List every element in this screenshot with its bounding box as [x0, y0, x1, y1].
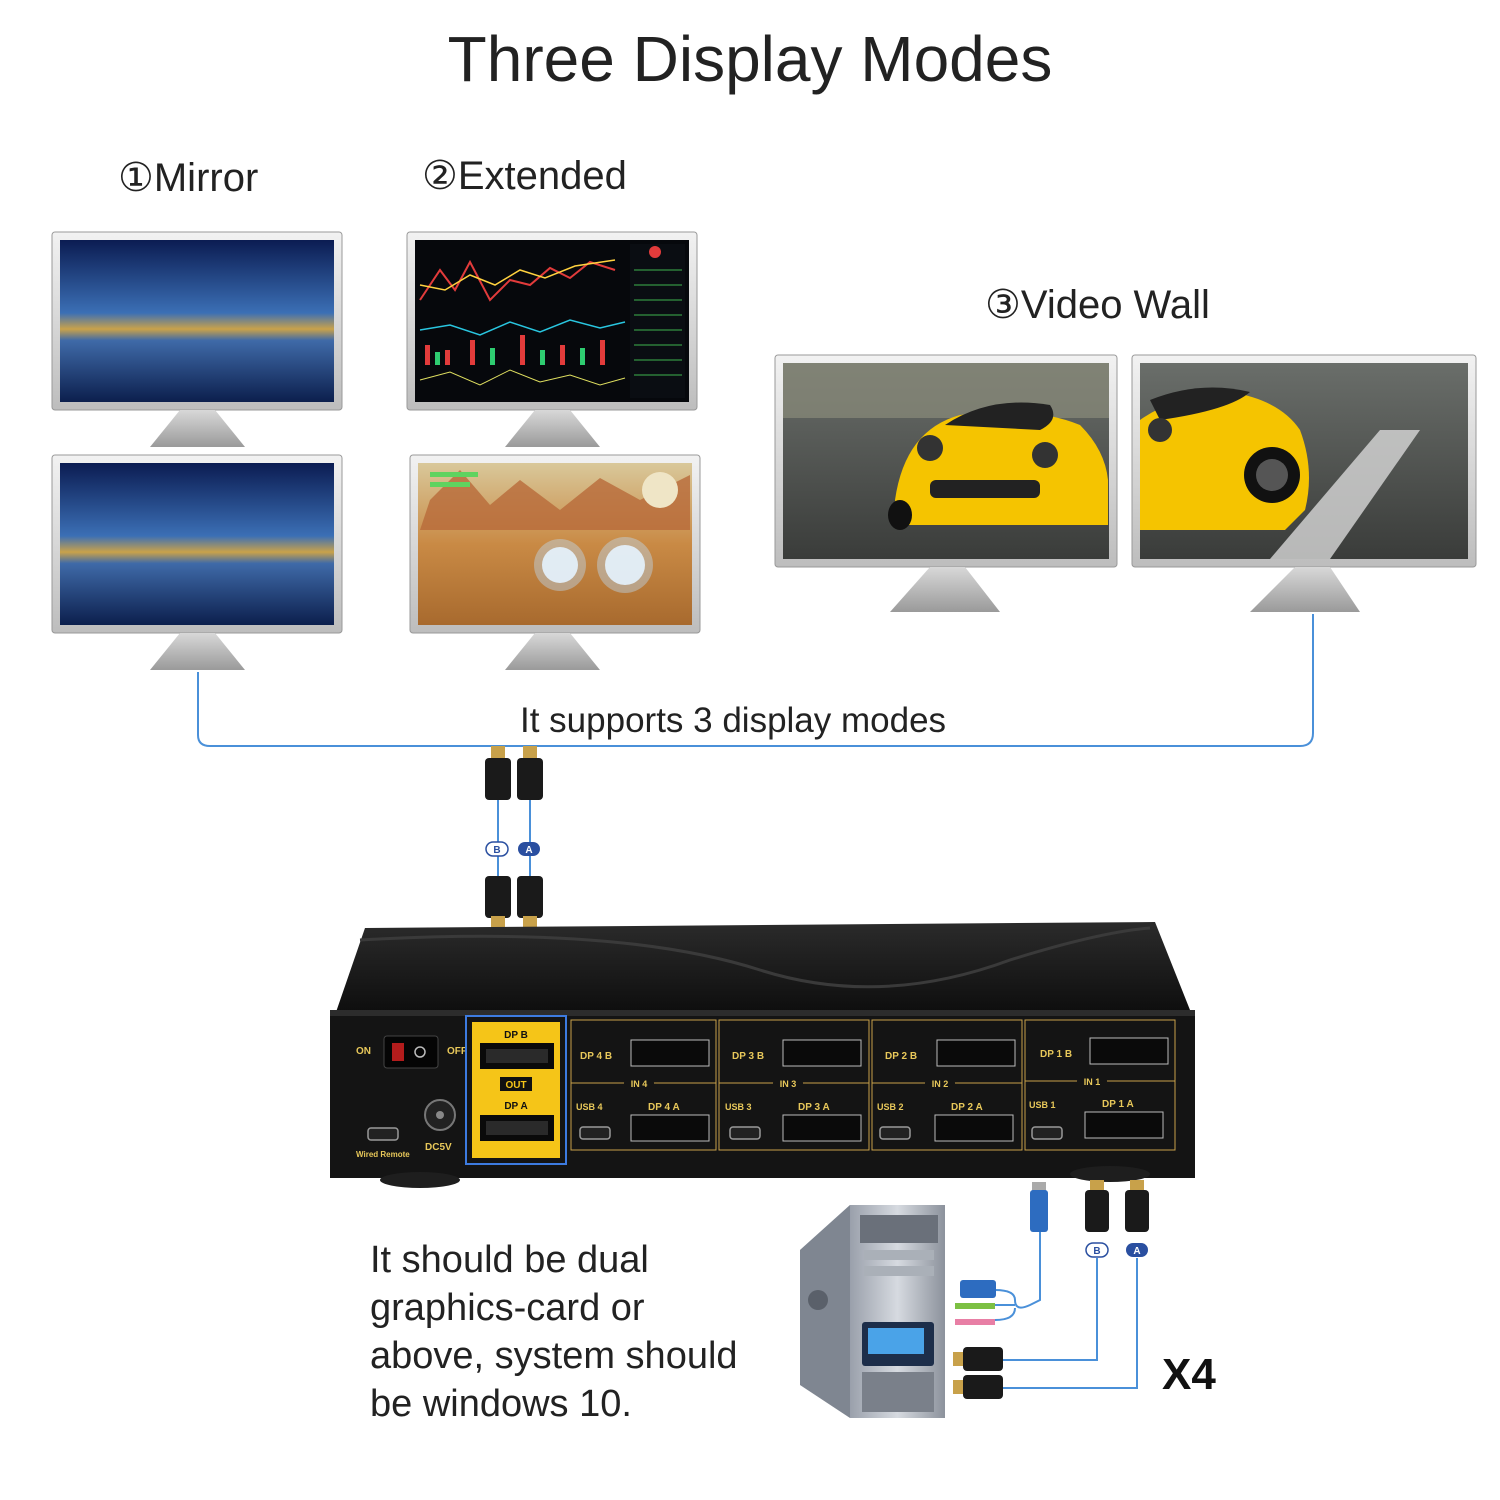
svg-text:DP 1 A: DP 1 A — [1102, 1099, 1134, 1110]
pc-usb-connector — [960, 1182, 1048, 1298]
kvm-input-3: DP 3 B IN 3 USB 3 DP 3 A — [718, 1019, 870, 1151]
wired-remote-label: Wired Remote — [356, 1150, 410, 1159]
cable-tag-a: A — [518, 842, 540, 856]
requirement-note-line: It should be dual — [370, 1239, 649, 1281]
svg-text:USB 2: USB 2 — [877, 1102, 904, 1112]
mode-label-video-wall: ③Video Wall — [985, 283, 1210, 327]
power-on-label: ON — [356, 1046, 371, 1057]
svg-text:B: B — [493, 845, 500, 856]
requirement-note-line: be windows 10. — [370, 1383, 632, 1425]
mode-label-mirror: ①Mirror — [118, 156, 259, 200]
pc-tower — [800, 1205, 945, 1418]
svg-text:A: A — [1133, 1246, 1140, 1257]
requirement-note: It should be dual graphics-card or above… — [370, 1236, 738, 1428]
kvm-input-4: DP 4 B IN 4 USB 4 DP 4 A — [570, 1019, 717, 1151]
mode-label-extended: ②Extended — [422, 154, 627, 198]
power-off-label: OFF — [447, 1046, 467, 1057]
video-wall-monitor-right — [1131, 354, 1477, 568]
video-wall-monitor-left — [774, 354, 1118, 568]
svg-text:IN 1: IN 1 — [1084, 1077, 1101, 1087]
svg-text:DP 4 A: DP 4 A — [648, 1102, 680, 1113]
svg-text:DP 2 B: DP 2 B — [885, 1051, 917, 1062]
pc-cable-lines — [994, 1232, 1138, 1389]
svg-text:DP A: DP A — [504, 1101, 527, 1112]
requirement-note-line: graphics-card or — [370, 1287, 645, 1329]
svg-text:DP B: DP B — [504, 1030, 528, 1041]
multiplier-label: X4 — [1162, 1350, 1216, 1399]
kvm-input-1: DP 1 B IN 1 USB 1 DP 1 A — [1024, 1019, 1176, 1151]
svg-text:DP 4 B: DP 4 B — [580, 1051, 612, 1062]
svg-text:DP 1 B: DP 1 B — [1040, 1049, 1072, 1060]
pc-cable-tag-b: B — [1085, 1242, 1109, 1258]
svg-text:USB 3: USB 3 — [725, 1102, 752, 1112]
svg-text:A: A — [525, 845, 532, 856]
extended-monitor-bottom — [409, 454, 701, 670]
svg-text:IN 2: IN 2 — [932, 1079, 949, 1089]
dc5v-label: DC5V — [425, 1142, 452, 1153]
mirror-monitor-bottom — [51, 454, 343, 670]
pc-dp-connectors — [953, 1180, 1149, 1399]
dp-connector-pair-top — [485, 746, 543, 800]
display-cable-lines — [197, 614, 1314, 876]
requirement-note-line: above, system should — [370, 1335, 738, 1377]
pc-audio-jacks — [955, 1303, 995, 1325]
cable-tag-b: B — [485, 841, 509, 857]
video-wall-stand-right — [1250, 567, 1360, 612]
video-wall-stand-left — [890, 567, 1000, 612]
svg-text:USB 1: USB 1 — [1029, 1100, 1056, 1110]
svg-text:DP 3 B: DP 3 B — [732, 1051, 764, 1062]
support-caption: It supports 3 display modes — [520, 701, 947, 740]
extended-monitor-top — [406, 231, 698, 447]
svg-text:DP 2 A: DP 2 A — [951, 1102, 983, 1113]
pc-cable-tag-a: A — [1126, 1243, 1148, 1257]
svg-text:OUT: OUT — [505, 1080, 526, 1091]
dp-connector-pair-bottom — [485, 876, 543, 928]
svg-text:USB 4: USB 4 — [576, 1102, 603, 1112]
page-title: Three Display Modes — [447, 23, 1053, 95]
svg-text:IN 4: IN 4 — [631, 1079, 648, 1089]
mirror-monitor-top — [51, 231, 343, 447]
svg-text:IN 3: IN 3 — [780, 1079, 797, 1089]
kvm-input-2: DP 2 B IN 2 USB 2 DP 2 A — [871, 1019, 1023, 1151]
svg-text:B: B — [1093, 1246, 1100, 1257]
svg-text:DP 3 A: DP 3 A — [798, 1102, 830, 1113]
